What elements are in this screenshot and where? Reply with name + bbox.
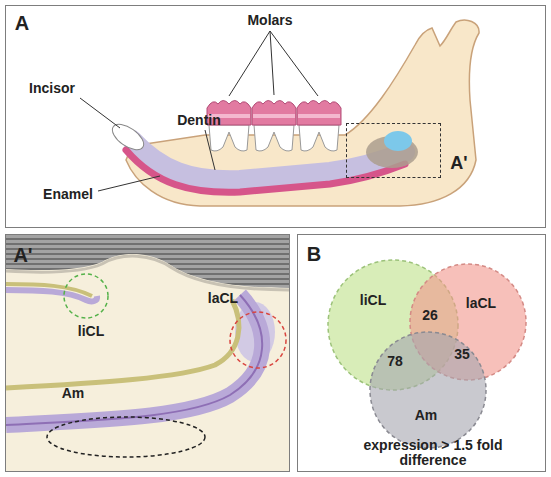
count-number: 26 [422, 308, 438, 323]
dentin-layer [6, 300, 239, 388]
shape-outline [63, 273, 109, 319]
leader-line [205, 130, 215, 170]
shape-outline [229, 311, 287, 369]
ameloblast-line [6, 295, 262, 425]
molar-root [299, 125, 339, 151]
epithelium-layer [6, 290, 97, 301]
incisor-tip [108, 119, 148, 154]
jaw-bone [126, 20, 479, 206]
panel-letter: A' [13, 244, 32, 266]
part-label: Incisor [29, 81, 75, 96]
molar-root [209, 125, 249, 151]
set-label: laCL [466, 296, 496, 311]
molar-crown [297, 101, 341, 126]
panel-box: BliCL laCL Am [297, 234, 546, 472]
set-label: Am [415, 408, 438, 423]
part-label: Dentin [177, 113, 221, 128]
molar-crown [252, 101, 296, 126]
epithelium-layer [6, 295, 262, 425]
region-circle: laCL [229, 311, 287, 369]
leader-line [98, 176, 160, 191]
venn-circle [370, 332, 486, 448]
region-circle [230, 312, 286, 368]
region-ellipse: Am [46, 416, 206, 458]
count-number: 35 [454, 347, 470, 362]
region-label: laCL [208, 291, 238, 306]
region-label: Am [62, 386, 85, 401]
region-label: liCL [78, 324, 104, 339]
panel-letter: B [307, 243, 321, 265]
set-label: liCL [360, 293, 386, 308]
crown-stripe [253, 114, 295, 118]
inset-box: A' [346, 123, 441, 178]
part-label: Enamel [43, 187, 93, 202]
region-circle [64, 274, 108, 318]
tissue-background [6, 235, 289, 471]
shape-outline [46, 416, 206, 458]
leader-line [229, 31, 270, 96]
count-number: 78 [387, 354, 403, 369]
incisor-enamel [126, 150, 405, 192]
inset-label: A' [450, 154, 467, 174]
leader-line [80, 98, 120, 128]
region-circle: liCL [63, 273, 109, 319]
leader-line [270, 31, 318, 96]
panel-box: A' liCL laCL Am [5, 234, 290, 472]
crown-stripe [298, 114, 340, 118]
striped-region [6, 235, 289, 288]
part-label: Molars [247, 13, 292, 28]
leader-line [270, 31, 274, 95]
region-ellipse [47, 417, 205, 457]
cervical-loop-area [384, 131, 412, 151]
panel-letter: A [15, 12, 29, 34]
note-text: expression > 1.5 fold difference [338, 438, 528, 469]
molar-root [254, 125, 294, 151]
